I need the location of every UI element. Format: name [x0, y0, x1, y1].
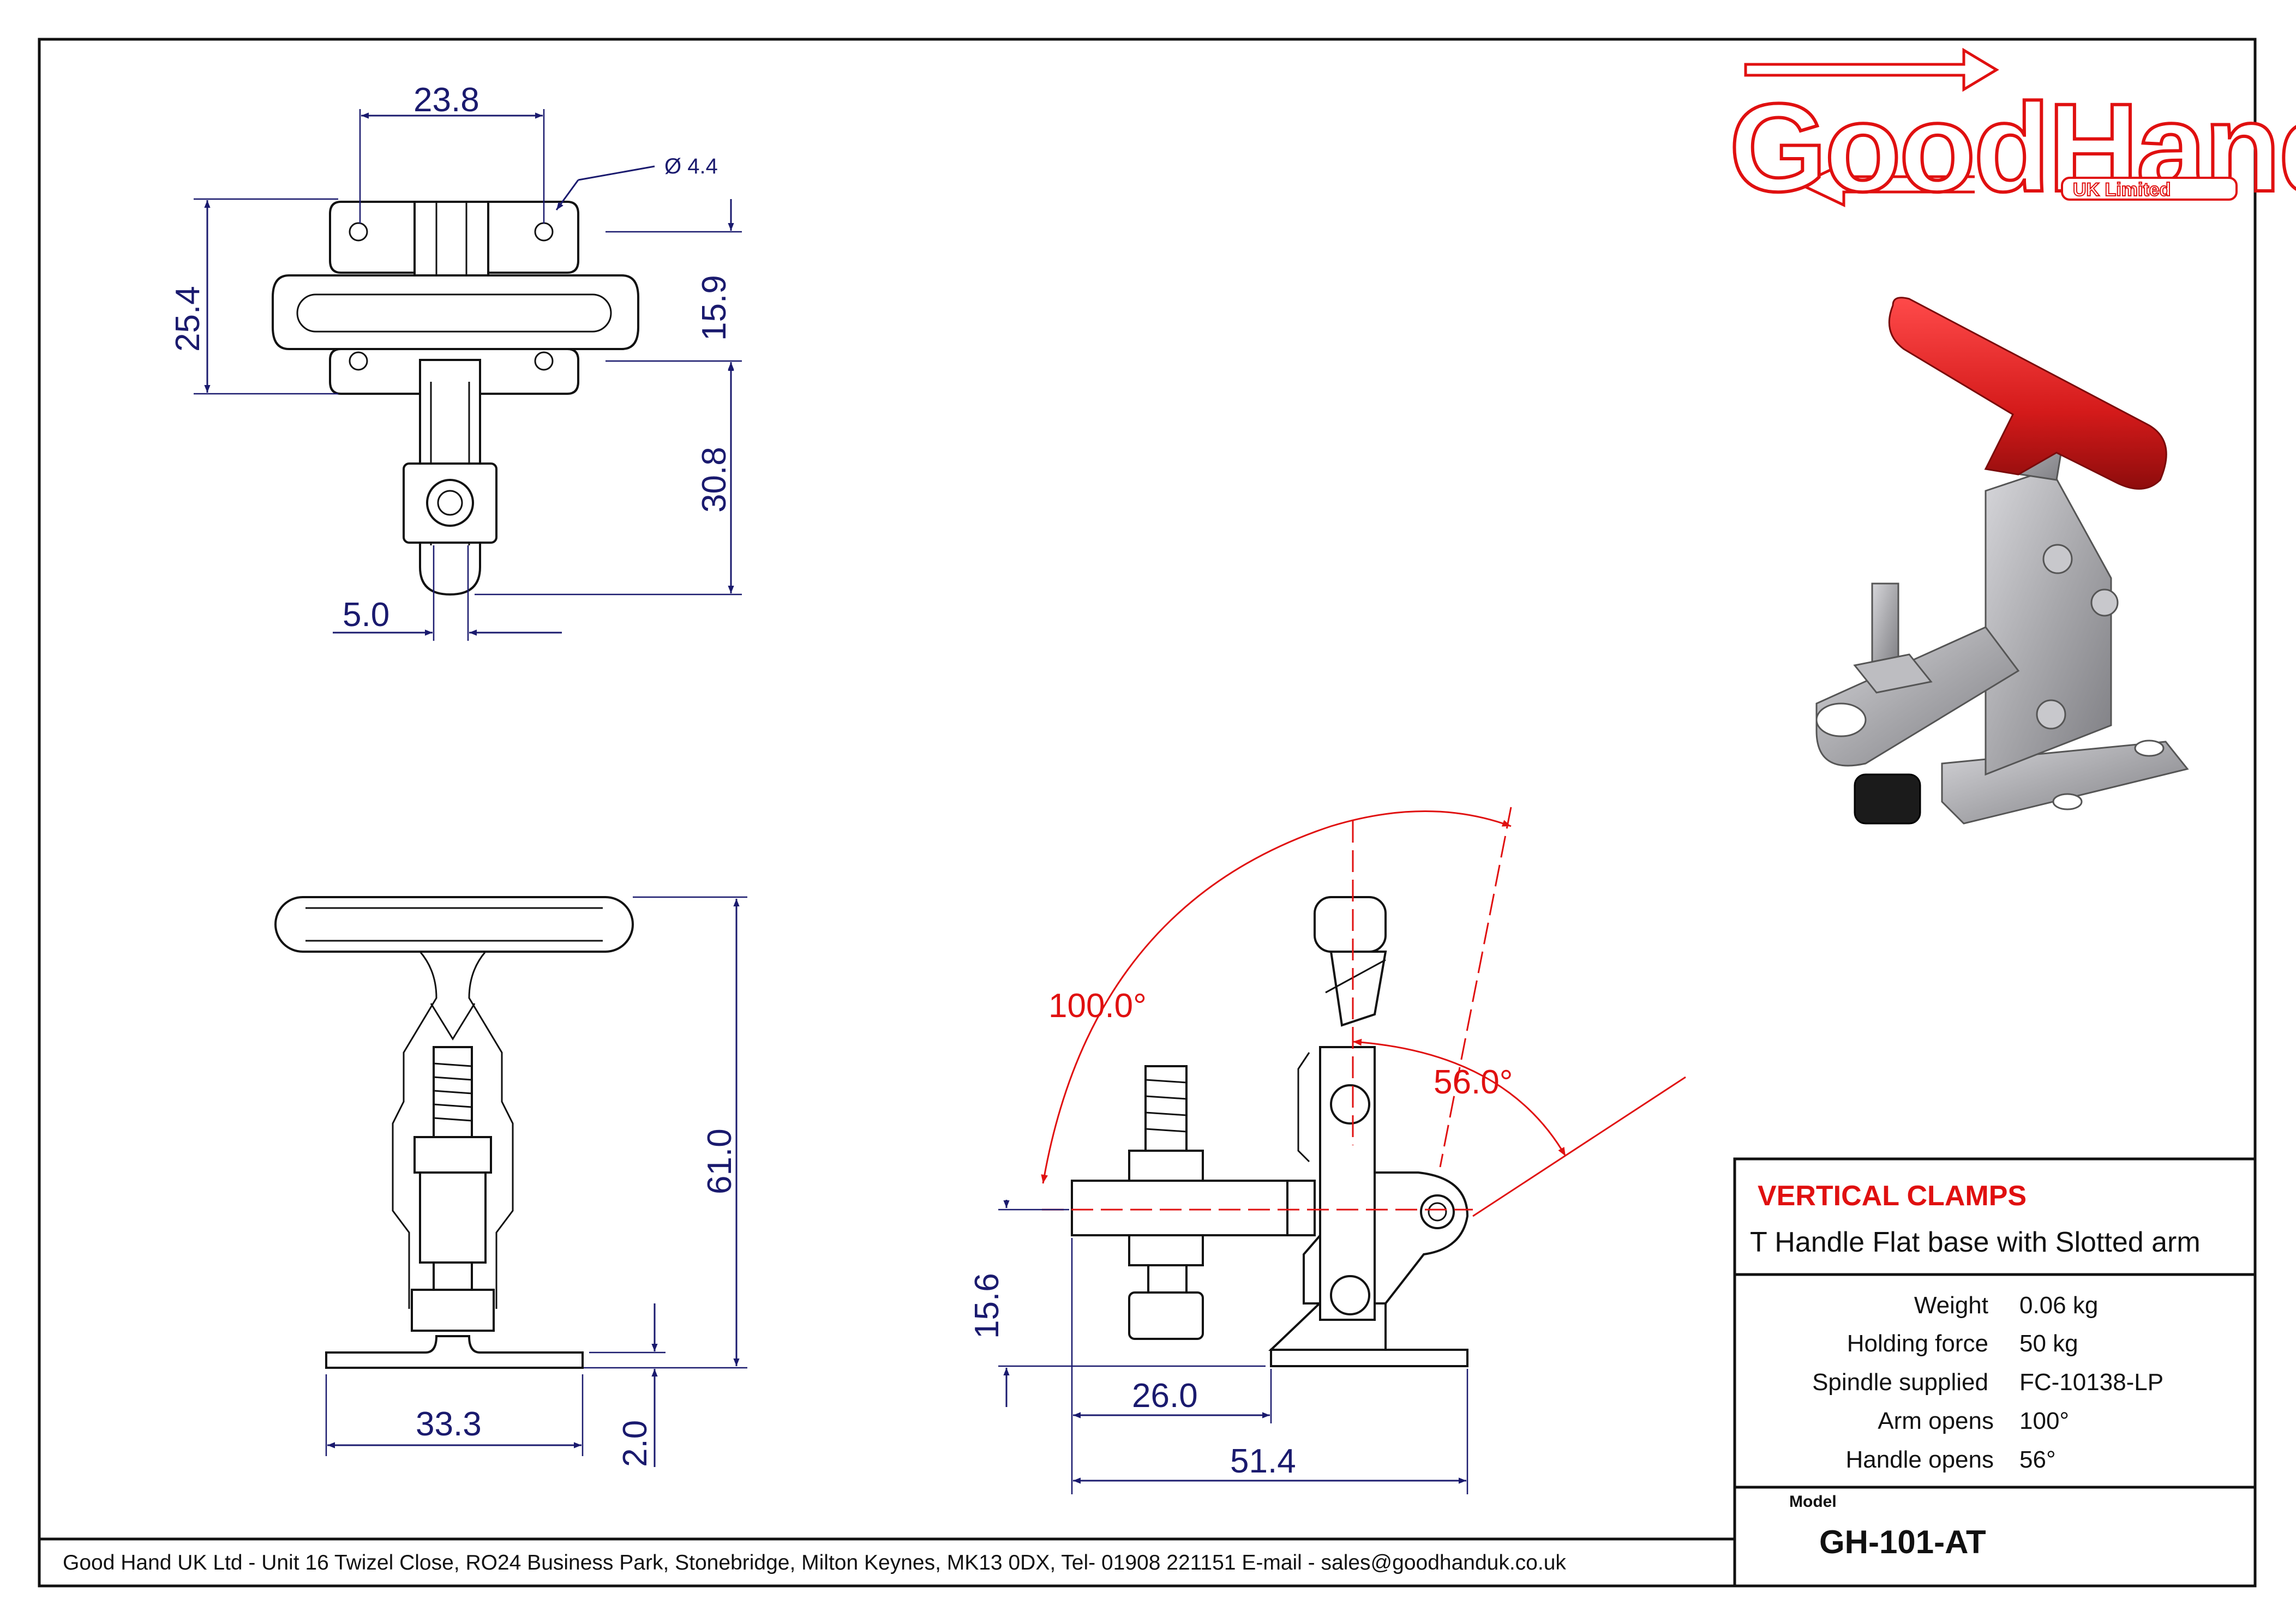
logo-arrow-top: [1744, 47, 1999, 92]
dim-arm-reach: 30.8: [696, 447, 733, 513]
dim-spindle-offset: 26.0: [1132, 1377, 1198, 1415]
spec-value: 0.06 kg: [2019, 1292, 2098, 1319]
spec-label: Weight: [1914, 1292, 1988, 1319]
dim-top-width: 23.8: [413, 81, 479, 119]
dim-front-height: 61.0: [701, 1128, 739, 1194]
spec-label: Spindle supplied: [1812, 1369, 1988, 1396]
product-render-image: [1815, 297, 2189, 825]
front-view: [274, 896, 634, 1369]
side-view-angles: 100.0° 56.0°: [1041, 807, 1686, 1217]
title-category: VERTICAL CLAMPS: [1758, 1180, 2027, 1212]
model-label: Model: [1789, 1493, 1837, 1511]
dim-slot-width: 5.0: [343, 596, 389, 634]
dim-hole-dia: Ø 4.4: [664, 154, 718, 178]
footer-address: Good Hand UK Ltd - Unit 16 Twizel Close,…: [63, 1551, 1566, 1574]
spec-value: 100°: [2019, 1408, 2069, 1434]
logo-subtitle: UK Limited: [2073, 179, 2171, 200]
dim-overall-length: 51.4: [1230, 1442, 1296, 1480]
title-block: VERTICAL CLAMPS T Handle Flat base with …: [1733, 1157, 2257, 1588]
top-view-dimensions: 23.8 Ø 4.4 25.4 15.9 30.8 5.0: [169, 81, 742, 641]
spec-label: Holding force: [1847, 1330, 1988, 1357]
model-number: GH-101-AT: [1819, 1524, 1986, 1560]
spec-label: Arm opens: [1878, 1408, 1994, 1434]
logo-arrow-bottom: [1797, 161, 1975, 207]
spec-value: FC-10138-LP: [2019, 1369, 2163, 1396]
side-view-dimensions: 15.6 26.0 51.4: [968, 1200, 1468, 1494]
dim-arm-height: 15.6: [968, 1273, 1006, 1339]
spec-table: Weight 0.06 kg Holding force 50 kg Spind…: [1812, 1292, 2163, 1473]
spec-value: 50 kg: [2019, 1330, 2078, 1357]
side-view: [1042, 896, 1473, 1367]
top-view: [272, 201, 639, 596]
dim-hole-spacing: 15.9: [696, 275, 733, 341]
angle-arm-opens: 100.0°: [1048, 987, 1147, 1025]
logo-subtitle-box: [2061, 177, 2238, 201]
title-description: T Handle Flat base with Slotted arm: [1750, 1227, 2201, 1258]
spec-label: Handle opens: [1845, 1446, 1994, 1473]
dim-base-thickness: 2.0: [616, 1420, 654, 1467]
sheet-border: [38, 38, 2257, 1588]
angle-handle-opens: 56.0°: [1434, 1063, 1513, 1101]
dim-top-height: 25.4: [169, 286, 207, 352]
dim-base-width: 33.3: [416, 1405, 482, 1443]
brand-logo: GoodHand UK Limited: [1728, 47, 2296, 219]
spec-value: 56°: [2019, 1446, 2056, 1473]
front-view-dimensions: 61.0 33.3 2.0: [325, 896, 747, 1467]
